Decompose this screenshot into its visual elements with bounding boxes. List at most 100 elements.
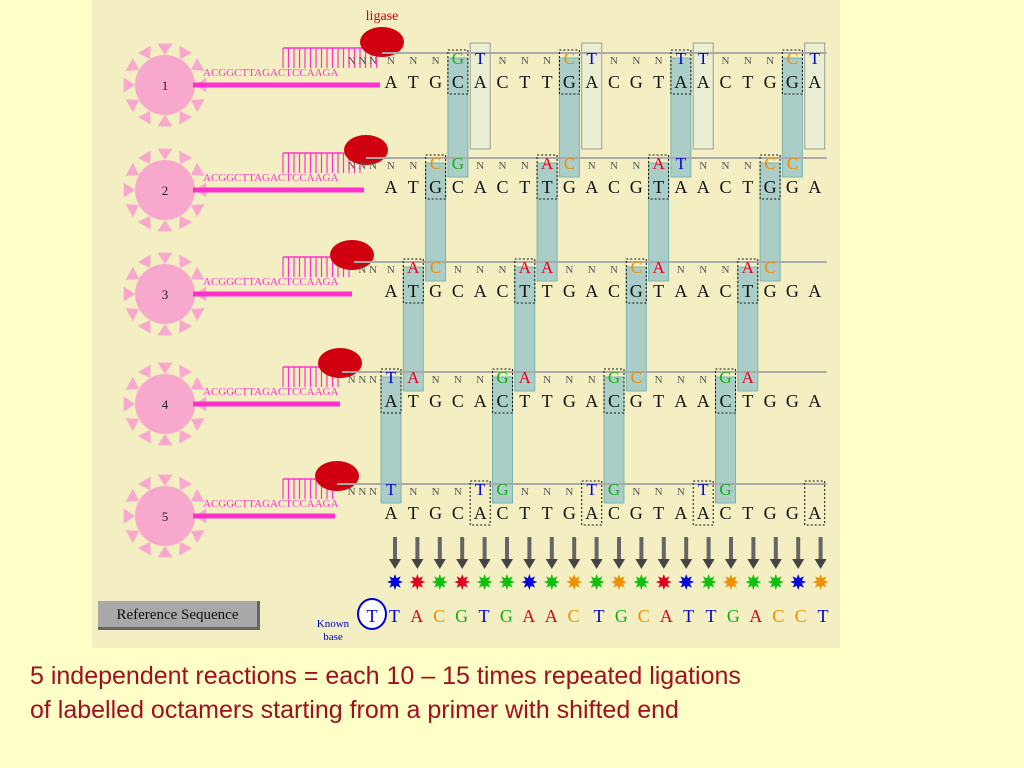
template-base: G <box>429 177 442 197</box>
readout-arrow <box>680 537 693 569</box>
template-base: C <box>452 72 464 92</box>
arrow-shaft <box>729 537 733 559</box>
sun-spike <box>190 99 205 113</box>
result-base: T <box>683 606 694 626</box>
probe-base: A <box>407 368 420 387</box>
probe-base: C <box>764 258 775 277</box>
probe-base: N <box>565 486 573 498</box>
template-base: C <box>496 72 508 92</box>
fluorescent-star <box>745 574 762 590</box>
reaction-number: 1 <box>162 78 169 93</box>
probe-base: N <box>499 55 507 67</box>
probe-base: N <box>722 55 730 67</box>
sun-spike <box>123 286 135 302</box>
template-base: T <box>742 72 753 92</box>
template-base: G <box>786 281 799 301</box>
interrogated-pair-box <box>781 49 803 95</box>
probe-base: T <box>810 49 821 68</box>
template-base: A <box>674 72 687 92</box>
result-base: G <box>500 606 513 626</box>
template-base: A <box>474 72 487 92</box>
template-base: C <box>496 281 508 301</box>
probe-base: N <box>655 55 663 67</box>
probe-base: T <box>475 480 486 499</box>
sun-spike <box>157 43 173 55</box>
template-base: T <box>542 72 553 92</box>
template-base: T <box>742 391 753 411</box>
probe-base: N <box>699 264 707 276</box>
probe-base: G <box>452 154 464 173</box>
pair-box <box>692 42 714 150</box>
probe-base: N <box>632 486 640 498</box>
connector-strip <box>670 57 692 178</box>
arrow-shaft <box>818 537 823 559</box>
template-base: A <box>474 503 487 523</box>
fluorescent-star <box>566 574 583 590</box>
template-base: G <box>764 391 777 411</box>
template-base: A <box>585 177 598 197</box>
result-base: A <box>410 606 423 626</box>
interrogated-pair-box <box>469 480 491 526</box>
template-base: A <box>385 72 398 92</box>
template-base: G <box>429 391 442 411</box>
sun-spike <box>190 204 205 218</box>
sun-spike <box>190 418 205 432</box>
sun-spike <box>137 319 151 334</box>
sun-spike <box>123 508 135 524</box>
arrow-shaft <box>482 537 487 559</box>
probe-base: G <box>496 368 508 387</box>
result-base: A <box>749 606 762 626</box>
readout-arrow <box>792 537 805 569</box>
readout-arrow <box>523 537 536 569</box>
probe-base: C <box>564 49 575 68</box>
template-base: A <box>385 177 398 197</box>
sun-spike <box>157 434 173 446</box>
known-base-label: Known <box>317 618 350 630</box>
arrow-shaft <box>706 537 711 559</box>
probe-base: N <box>565 374 573 386</box>
probe-base: N <box>476 264 484 276</box>
template-base: A <box>697 391 710 411</box>
template-base: C <box>719 281 731 301</box>
readout-arrow <box>657 537 670 569</box>
template-base: T <box>542 177 553 197</box>
interrogated-pair-box <box>648 154 670 200</box>
probe-base: N <box>476 374 484 386</box>
interrogated-pair-box <box>425 154 447 200</box>
arrow-head <box>792 559 805 569</box>
pair-box <box>469 42 491 150</box>
sun-spike <box>125 266 140 280</box>
template-base: C <box>608 177 620 197</box>
readout-arrow <box>747 537 760 569</box>
template-base: A <box>674 177 687 197</box>
template-base: G <box>563 177 576 197</box>
fluorescent-star <box>521 574 538 590</box>
interrogated-pair-box <box>715 368 736 414</box>
sun-spike <box>179 215 193 230</box>
sun-spike <box>123 77 135 93</box>
probe-base: T <box>475 49 486 68</box>
template-base: G <box>786 177 799 197</box>
known-base-cloud <box>357 598 387 630</box>
readout-arrow <box>389 537 401 569</box>
probe-base: A <box>541 154 554 173</box>
connector-strip <box>380 376 402 504</box>
connector-strip <box>603 376 625 504</box>
interrogated-pair-box <box>670 49 692 95</box>
readout-arrow <box>590 537 603 569</box>
probe-base: N <box>432 486 440 498</box>
probe-base: A <box>519 258 532 277</box>
arrow-shaft <box>572 537 577 559</box>
sun-spike <box>190 266 205 280</box>
interrogated-pair-box <box>581 480 603 526</box>
probe-base: N <box>722 160 730 172</box>
probe-base: N <box>409 486 417 498</box>
probe-base: N <box>722 264 730 276</box>
template-base: G <box>786 503 799 523</box>
connector-strip <box>625 266 647 392</box>
sun-spike <box>179 45 193 60</box>
caption-line-2: of labelled octamers starting from a pri… <box>30 696 679 724</box>
probe-base: C <box>631 368 642 387</box>
